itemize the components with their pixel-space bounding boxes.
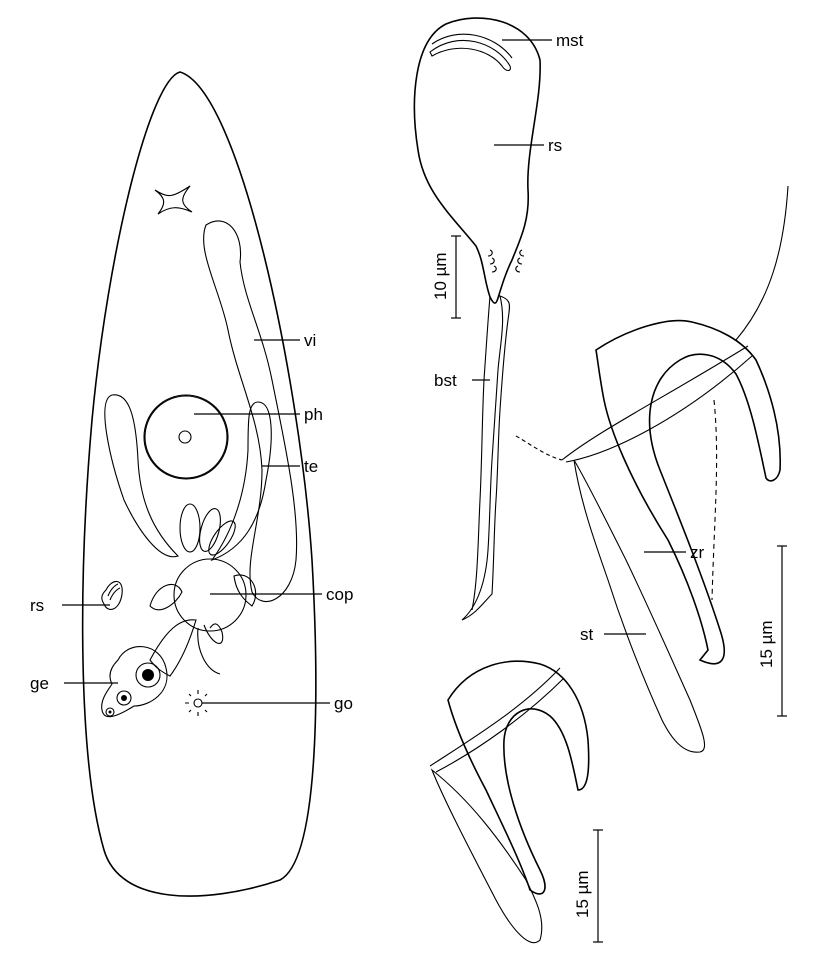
- scale-label-stylet-upper: 15 µm: [757, 620, 776, 668]
- labels: vi ph te cop rs ge go mst rs bst zr st 1…: [30, 31, 776, 918]
- label-ph: ph: [304, 405, 323, 424]
- scale-bar-stylet-lower: [593, 829, 603, 943]
- copulatory-organ: [173, 558, 247, 632]
- label-rs-body: rs: [30, 596, 44, 615]
- body-outline: [81, 71, 317, 897]
- scale-label-bursa: 10 µm: [431, 252, 450, 300]
- germarium-duct: [149, 619, 197, 677]
- label-st: st: [580, 625, 594, 644]
- pharynx: [143, 394, 229, 480]
- label-zr: zr: [690, 543, 705, 562]
- leader-lines-stylet: [604, 551, 686, 635]
- stylet-upper-shaft: [573, 459, 706, 753]
- testis-right: [210, 401, 272, 562]
- leader-lines-body: [62, 339, 330, 704]
- label-vi: vi: [304, 331, 316, 350]
- rs-in-body: [101, 580, 123, 610]
- label-bst: bst: [434, 371, 457, 390]
- bursa-stalk: [461, 295, 511, 621]
- lateral-lobes: [149, 574, 257, 611]
- eye-spots: [154, 185, 193, 215]
- scale-bar-bursa: [451, 235, 461, 319]
- stylet-lower-shaft: [430, 768, 543, 943]
- leader-lines-rs: [472, 39, 552, 381]
- stylet-upper: [515, 185, 789, 753]
- label-ge: ge: [30, 674, 49, 693]
- receptaculum-drawing: [413, 17, 541, 621]
- label-go: go: [334, 694, 353, 713]
- vitellarium: [203, 220, 298, 603]
- annulated-neck: [487, 249, 525, 273]
- stylet-in-situ: [203, 623, 224, 644]
- label-cop: cop: [326, 585, 353, 604]
- flatworm-habitus: [81, 71, 317, 897]
- label-rs-bursa: rs: [548, 136, 562, 155]
- label-mst: mst: [556, 31, 584, 50]
- label-te: te: [304, 457, 318, 476]
- stylet-lower: [429, 660, 590, 943]
- scale-label-stylet-lower: 15 µm: [573, 870, 592, 918]
- prostate-glands: [179, 503, 236, 556]
- stylet-upper-outline: [595, 319, 782, 665]
- germarium: [101, 646, 168, 718]
- testis-left: [104, 394, 180, 558]
- scale-bar-stylet-upper: [777, 545, 787, 717]
- receptaculum-outline: [413, 17, 541, 304]
- male-stylet-in-rs: [429, 39, 511, 72]
- stylet-lower-outline: [447, 660, 590, 895]
